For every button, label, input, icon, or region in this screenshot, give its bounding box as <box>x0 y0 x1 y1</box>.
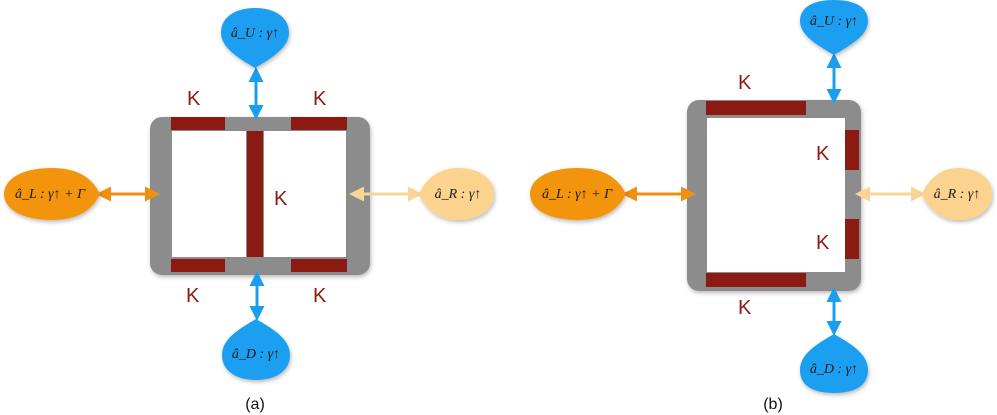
caption-a: (a) <box>245 396 265 413</box>
port-label-up-a: â_U : γ↑ <box>231 26 279 41</box>
port-node-up-a: â_U : γ↑ <box>221 8 289 68</box>
port-label-left-b: â_L : γ↑ + Γ <box>542 187 613 202</box>
port-node-left-b: â_L : γ↑ + Γ <box>530 168 626 220</box>
k-label-top-right-a: K <box>313 88 327 110</box>
port-node-up-b: â_U : γ↑ <box>800 0 868 55</box>
port-node-right-b: â_R : γ↑ <box>922 168 992 220</box>
cavity-interior-b <box>707 118 845 272</box>
port-node-down-a: â_D : γ↑ <box>222 319 290 380</box>
k-label-top-b: K <box>738 72 752 94</box>
cavity-interior-left-a <box>172 131 246 257</box>
coupler-top-b <box>706 101 806 115</box>
port-node-left-a: â_L : γ↑ + Γ <box>4 168 100 220</box>
port-node-right-a: â_R : γ↑ <box>419 168 494 220</box>
coupler-top-left-a <box>171 117 225 130</box>
coupler-middle-a <box>247 131 263 257</box>
k-label-top-left-a: K <box>187 88 201 110</box>
k-label-bottom-right-a: K <box>313 285 327 307</box>
port-label-up-b: â_U : γ↑ <box>810 14 858 29</box>
panel-a: K K K K K â_U : γ↑ â_D : γ↑ â_L : γ↑ + Γ… <box>4 8 494 413</box>
coupler-right-lower-b <box>845 219 859 259</box>
coupler-bottom-right-a <box>291 259 347 272</box>
coupler-bottom-b <box>706 273 806 287</box>
caption-b: (b) <box>763 396 783 413</box>
port-label-down-b: â_D : γ↑ <box>810 362 858 377</box>
k-label-bottom-b: K <box>738 297 752 319</box>
coupler-right-upper-b <box>845 130 859 170</box>
coupler-top-right-a <box>291 117 347 130</box>
k-label-right-lower-b: K <box>816 232 830 254</box>
port-label-left-a: â_L : γ↑ + Γ <box>15 187 86 202</box>
cavity-interior-right-a <box>264 131 346 257</box>
k-label-middle-a: K <box>274 188 288 210</box>
port-label-right-b: â_R : γ↑ <box>934 187 981 202</box>
k-label-right-upper-b: K <box>816 143 830 165</box>
coupler-bottom-left-a <box>171 259 225 272</box>
port-label-down-a: â_D : γ↑ <box>232 347 280 362</box>
panel-b: K K K K â_U : γ↑ â_D : γ↑ â_L : γ↑ + Γ â… <box>530 0 992 413</box>
k-label-bottom-left-a: K <box>186 285 200 307</box>
port-label-right-a: â_R : γ↑ <box>435 187 482 202</box>
port-node-down-b: â_D : γ↑ <box>800 334 868 393</box>
